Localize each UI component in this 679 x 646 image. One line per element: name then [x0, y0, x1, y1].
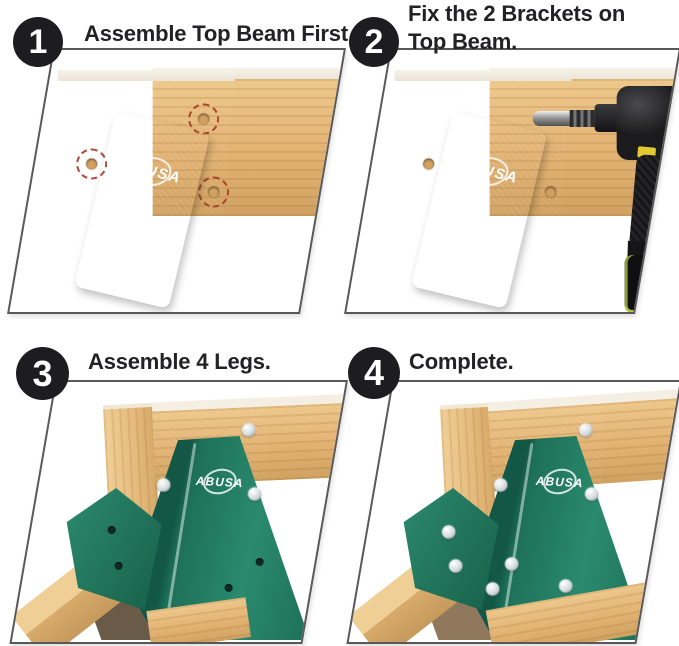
step-4-panel: ABUSA	[346, 380, 679, 644]
abusa-logo: ABUSA	[535, 473, 584, 491]
screw	[242, 423, 256, 437]
step-3-photo: ABUSA	[11, 382, 348, 644]
abusa-logo: ABUSA	[456, 156, 520, 187]
step-1-panel: ABUSA	[7, 48, 346, 314]
step-1-photo: ABUSA	[55, 50, 346, 312]
abusa-logo: ABUSA	[119, 156, 183, 187]
step-4-photo: ABUSA	[348, 382, 679, 644]
screw	[248, 487, 262, 501]
screw	[449, 559, 463, 573]
drill-battery	[624, 255, 679, 313]
screw	[585, 487, 599, 501]
step-2-label: Fix the 2 Brackets on Top Beam.	[408, 1, 626, 54]
screw	[494, 478, 508, 492]
step-1-badge: 1	[13, 17, 63, 67]
screw	[505, 557, 519, 571]
drill-grip	[628, 153, 679, 255]
step-1-label: Assemble Top Beam First.	[84, 21, 354, 46]
abusa-logo: ABUSA	[195, 473, 244, 491]
screw	[579, 423, 593, 437]
step-2-photo: ABUSA	[392, 50, 679, 313]
screw-hole	[198, 113, 210, 125]
screw	[442, 525, 456, 539]
screw-hole	[423, 158, 435, 170]
step-2-panel: ABUSA	[344, 48, 679, 314]
screw-hole	[208, 186, 220, 198]
screw	[486, 582, 500, 596]
screw	[157, 478, 171, 492]
step-4-label: Complete.	[409, 349, 514, 374]
screw-hole	[545, 186, 557, 198]
bolt-hole	[114, 562, 123, 570]
bolt-hole	[224, 584, 233, 592]
step-2-badge: 2	[349, 17, 399, 67]
step-3-label: Assemble 4 Legs.	[88, 349, 271, 374]
step-3-badge: 3	[16, 347, 69, 400]
screw-hole	[86, 158, 98, 170]
drill-collet-rings	[569, 110, 598, 127]
screw	[559, 579, 573, 593]
bolt-hole	[255, 558, 264, 566]
step-4-badge: 4	[348, 347, 400, 399]
bolt-hole	[107, 526, 116, 534]
step-3-panel: ABUSA	[9, 380, 348, 644]
